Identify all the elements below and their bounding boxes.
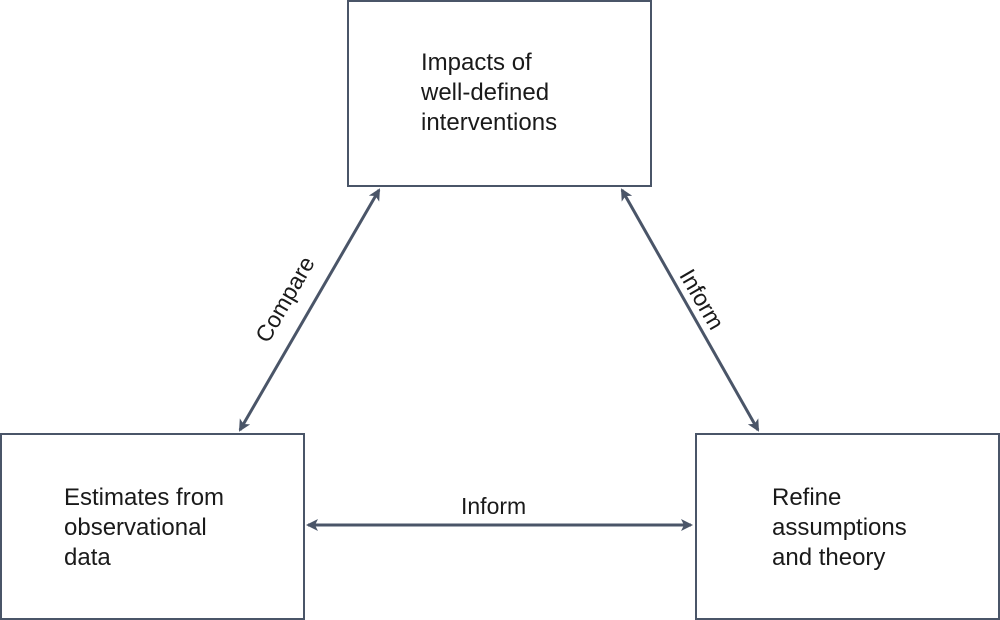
node-label-line: well-defined: [421, 79, 550, 106]
compare-arrow: [238, 188, 381, 432]
node-label-line: observational: [64, 514, 207, 541]
node-label-line: Refine: [772, 484, 842, 511]
node-label-line: data: [64, 544, 111, 571]
node-box-impacts: Impacts of well-defined interventions: [347, 0, 652, 187]
node-label-line: interventions: [421, 109, 558, 136]
node-label-line: Impacts of: [421, 49, 532, 76]
node-label-impacts: Impacts of well-defined interventions: [421, 48, 557, 138]
node-box-estimates: Estimates from observational data: [0, 433, 305, 620]
edge-label-inform-bottom: Inform: [461, 493, 527, 519]
node-label-line: assumptions: [772, 514, 907, 541]
node-box-refine: Refine assumptions and theory: [695, 433, 1000, 620]
node-label-estimates: Estimates from observational data: [64, 483, 224, 573]
node-label-line: Estimates from: [64, 484, 225, 511]
node-label-refine: Refine assumptions and theory: [772, 483, 907, 573]
inform-right-arrow: [620, 188, 760, 432]
node-label-line: and theory: [772, 544, 886, 571]
